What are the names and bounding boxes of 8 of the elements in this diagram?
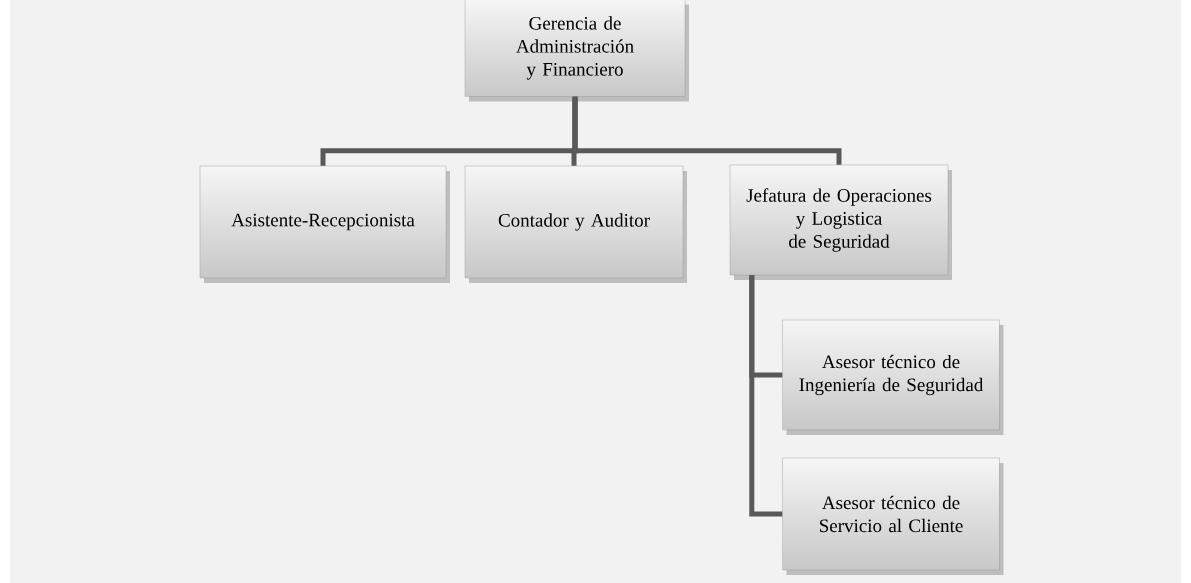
org-box: Asesor técnico de Ingeniería de Seguridad	[782, 319, 1004, 435]
org-box: Asesor técnico de Servicio al Cliente	[782, 457, 1004, 575]
connector-line	[572, 96, 842, 165]
org-box: Jefatura de Operaciones y Logistica de Seguridad	[729, 164, 952, 280]
org-box: Asistente-Recepcionista	[199, 165, 450, 283]
org-box: Gerencia de Administración y Financiero	[464, 0, 689, 102]
connector-line	[749, 275, 783, 517]
org-box: Contador y Auditor	[464, 165, 687, 283]
